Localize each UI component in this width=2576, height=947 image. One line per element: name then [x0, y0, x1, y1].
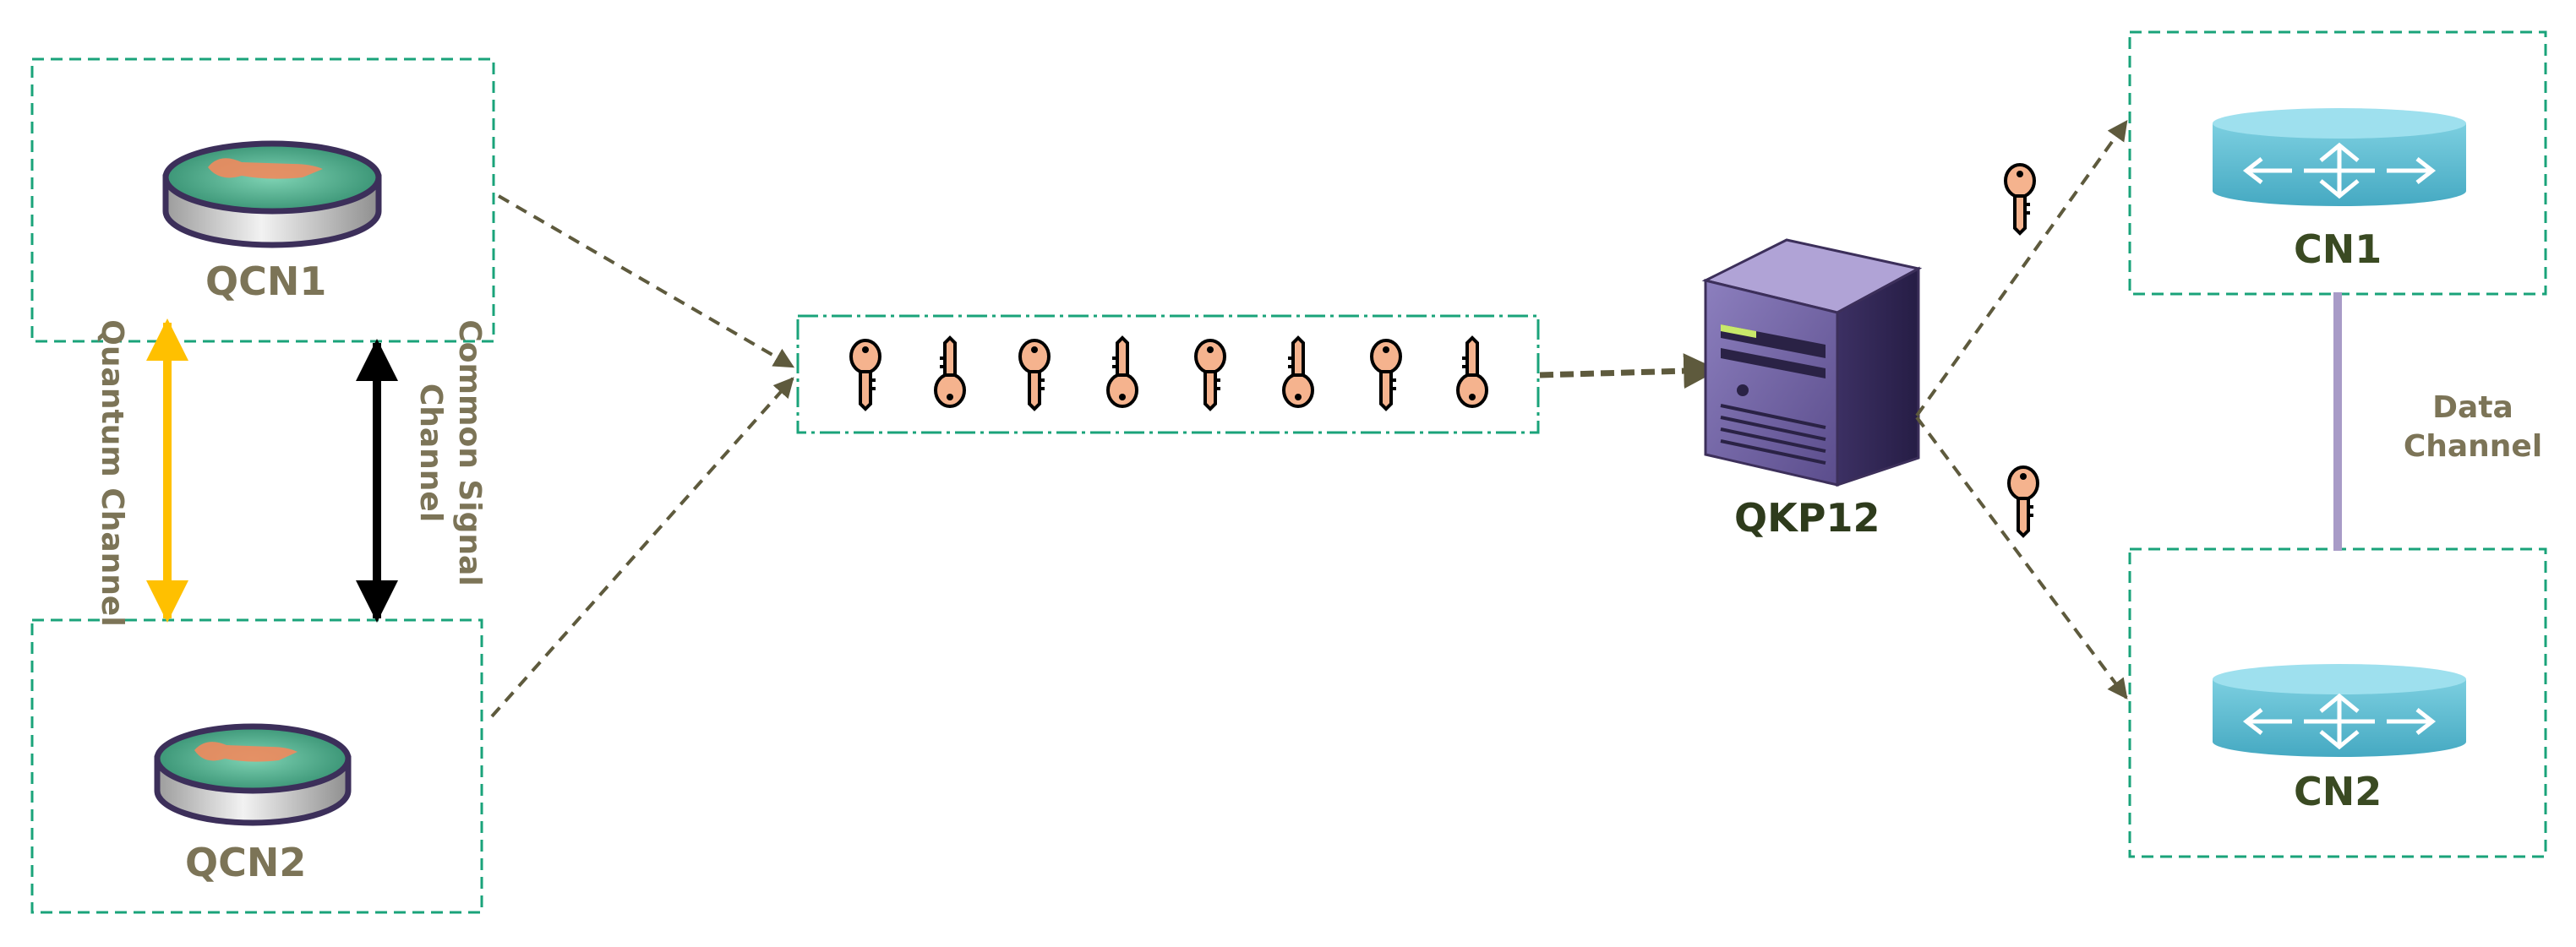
data-channel-line1: Data [2432, 390, 2513, 425]
quantum-node-icon [162, 140, 382, 248]
key-icon [1194, 339, 1226, 411]
qkp-label: QKP12 [1734, 495, 1880, 541]
key-icon [1456, 335, 1488, 408]
quantum-channel-label: Quantum Channel [95, 319, 129, 627]
qcn2-box [30, 618, 483, 914]
key-icon [1282, 335, 1314, 408]
cn2-label: CN2 [2294, 769, 2382, 814]
key-icon [2007, 465, 2039, 538]
qcn1-box [30, 57, 495, 343]
key-icon [2004, 163, 2036, 236]
qcn2-label: QCN2 [185, 840, 307, 885]
qcn1-label: QCN1 [205, 259, 327, 304]
key-icon [1018, 339, 1051, 411]
qcn1-to-keypool-arrow [497, 194, 795, 368]
cn1-label: CN1 [2294, 226, 2382, 272]
key-icon [849, 339, 881, 411]
common-signal-channel-label: Common Signal Channel [411, 301, 488, 605]
server-icon [1701, 238, 1923, 487]
router-icon [2213, 108, 2466, 206]
quantum-node-icon [154, 723, 352, 826]
key-icon [1370, 339, 1402, 411]
key-pool [849, 335, 1488, 411]
key-pool-box [796, 314, 1540, 434]
common-signal-line1: Common Signal [452, 319, 487, 586]
key-icon [934, 335, 966, 408]
data-channel-line2: Channel [2403, 429, 2543, 464]
data-channel-label: Data Channel [2397, 389, 2549, 466]
common-signal-line2: Channel [413, 383, 448, 523]
router-icon [2213, 664, 2466, 757]
qkp-to-cn2-arrow [1915, 416, 2128, 699]
qcn2-to-keypool-arrow [490, 377, 794, 718]
keypool-to-qkp-arrow [1539, 353, 1720, 389]
key-icon [1106, 335, 1138, 408]
